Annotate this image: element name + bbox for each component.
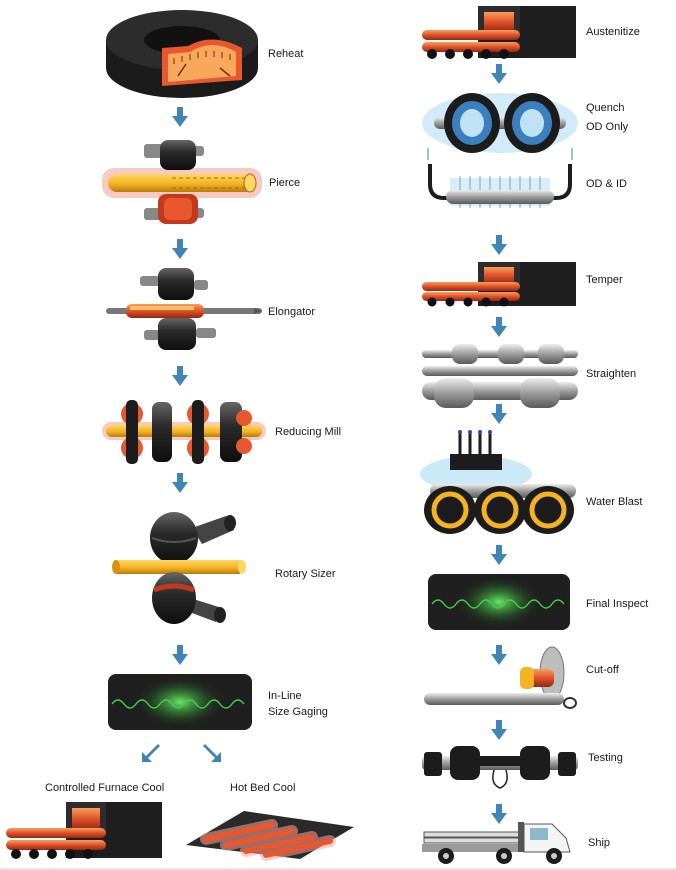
water-blast-icon <box>420 430 580 540</box>
label-temper: Temper <box>586 274 623 286</box>
label-rotary-sizer: Rotary Sizer <box>275 568 336 580</box>
label-testing: Testing <box>588 752 623 764</box>
straightener-rolls-icon <box>420 344 580 408</box>
label-water-blast: Water Blast <box>586 496 643 508</box>
elongator-mill-icon <box>104 268 264 352</box>
piercing-mill-icon <box>100 138 264 228</box>
walking-beam-furnace-icon <box>420 6 576 60</box>
flow-arrow <box>172 473 188 493</box>
truck-icon <box>420 814 580 868</box>
label-straighten: Straighten <box>586 368 637 380</box>
label-cutoff: Cut-off <box>586 664 619 676</box>
cutoff-saw-icon <box>420 645 580 715</box>
flow-arrow-right <box>203 744 221 762</box>
bottom-border <box>0 868 676 870</box>
label-pierce: Pierce <box>269 177 301 189</box>
label-ship: Ship <box>588 837 611 849</box>
flow-arrow <box>491 545 507 565</box>
flow-arrow <box>491 64 507 84</box>
rotary-hearth-furnace-icon <box>102 6 262 102</box>
label-final-inspect: Final Inspect <box>586 598 649 610</box>
label-inline-gaging-1: In-Line <box>268 690 302 702</box>
label-controlled-furnace-cool: Controlled Furnace Cool <box>45 782 165 794</box>
rotary-sizer-icon <box>112 510 252 626</box>
reducing-mill-icon <box>102 398 266 468</box>
gauge-sensor-icon <box>108 674 252 730</box>
label-quench-2: OD Only <box>586 121 629 133</box>
label-quench-1: Quench <box>586 102 625 114</box>
cooling-bed-icon <box>180 805 356 861</box>
label-inline-gaging-2: Size Gaging <box>268 706 328 718</box>
label-austenitize: Austenitize <box>586 26 640 38</box>
flow-arrow <box>491 235 507 255</box>
flow-arrow <box>172 239 188 259</box>
quench-ring-icon <box>420 90 580 156</box>
label-reducing-mill: Reducing Mill <box>275 426 342 438</box>
flow-arrow <box>172 645 188 665</box>
hydrostatic-tester-icon <box>420 742 580 792</box>
gauge-sensor-icon <box>428 574 570 630</box>
label-od-id: OD & ID <box>586 178 627 190</box>
flow-arrow <box>491 317 507 337</box>
flow-arrow <box>491 404 507 424</box>
flow-arrow <box>491 720 507 740</box>
label-reheat: Reheat <box>268 48 304 60</box>
water-spray-icon <box>420 148 580 230</box>
flow-arrow <box>172 107 188 127</box>
flow-arrow <box>172 366 188 386</box>
label-hot-bed-cool: Hot Bed Cool <box>230 782 296 794</box>
walking-beam-furnace-icon <box>6 802 162 862</box>
walking-beam-furnace-icon <box>420 262 576 308</box>
flow-arrow-left <box>142 744 160 762</box>
label-elongator: Elongator <box>268 306 316 318</box>
